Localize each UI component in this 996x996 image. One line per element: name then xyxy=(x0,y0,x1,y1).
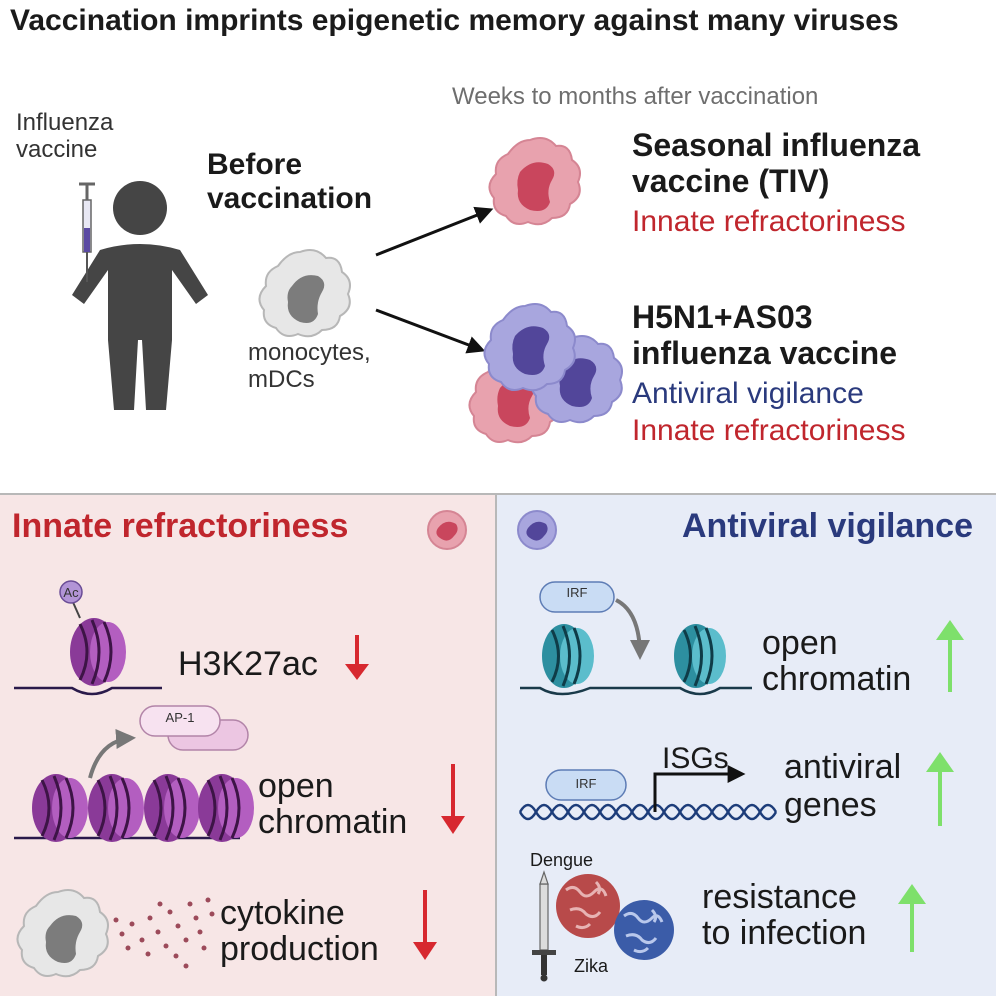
arrow-to-h5n1 xyxy=(375,308,486,354)
irf-binding-icon xyxy=(539,581,650,660)
nucleosome-array-icon xyxy=(14,772,256,844)
cells-label-line-1: monocytes, xyxy=(248,339,371,366)
acetylated-nucleosome-icon xyxy=(14,580,162,696)
tiv-effect-label: Innate refractoriness xyxy=(632,205,906,238)
resistance-label-line-1: resistance xyxy=(702,878,857,916)
tiv-title-line-1: Seasonal influenza xyxy=(632,127,921,163)
monocyte-gray-icon xyxy=(258,249,351,338)
h5n1-effect-vigilance: Antiviral vigilance xyxy=(632,377,864,410)
arrow-to-tiv xyxy=(375,206,494,257)
cell-type-label: monocytes, mDCs xyxy=(248,339,371,394)
tiv-title-line-2: vaccine (TIV) xyxy=(632,162,830,199)
h5n1-title-line-2: influenza vaccine xyxy=(632,334,897,371)
up-arrow-icon xyxy=(936,620,964,692)
irf-label: IRF xyxy=(575,776,597,791)
before-vaccination-label: Before vaccination xyxy=(207,148,372,215)
open-chromatin-label-line-2: chromatin xyxy=(762,660,912,698)
up-arrow-icon xyxy=(898,884,926,952)
irf-factor-icon xyxy=(545,769,627,801)
before-label-line-1: Before xyxy=(207,148,303,181)
irf-label: IRF xyxy=(566,585,588,600)
monocyte-secreting-icon xyxy=(16,889,109,978)
open-chromatin-label-line-1: open xyxy=(258,767,334,805)
ap1-label: AP-1 xyxy=(165,710,195,725)
isgs-label: ISGs xyxy=(662,742,729,775)
figure-title: Vaccination imprints epigenetic memory a… xyxy=(10,4,899,37)
down-arrow-icon xyxy=(413,890,437,960)
right-panel-heading: Antiviral vigilance xyxy=(682,507,973,545)
cytokine-label-line-1: cytokine xyxy=(220,894,345,932)
open-chromatin-label-line-1: open xyxy=(762,624,838,662)
syringe-icon xyxy=(79,182,95,282)
up-arrow-icon xyxy=(926,752,954,826)
cytokine-dots-icon xyxy=(113,897,215,969)
transcription-start-arrow-icon xyxy=(653,765,746,812)
tiv-vaccine-title: Seasonal influenza vaccine (TIV) xyxy=(632,127,921,200)
pink-cell-small-icon xyxy=(427,510,467,550)
vaccine-label: Influenza vaccine xyxy=(16,109,114,164)
resistance-label-line-2: to infection xyxy=(702,914,867,952)
antiviral-genes-label-line-2: genes xyxy=(784,786,877,824)
down-arrow-icon xyxy=(441,764,465,834)
vaccine-label-line-2: vaccine xyxy=(16,135,98,163)
left-panel-heading: Innate refractoriness xyxy=(12,507,349,545)
open-chromatin-label-line-2: chromatin xyxy=(258,803,408,841)
ap1-complex-icon xyxy=(88,705,249,779)
sword-icon xyxy=(532,870,556,982)
antiviral-genes-label-line-1: antiviral xyxy=(784,748,902,786)
cell-cluster-icon xyxy=(468,303,623,444)
cells-label-line-2: mDCs xyxy=(248,365,315,393)
cytokine-label-line-2: production xyxy=(220,930,379,968)
acetyl-tag-label: Ac xyxy=(63,585,79,600)
dengue-virus-icon xyxy=(556,874,620,938)
h5n1-vaccine-title: H5N1+AS03 influenza vaccine xyxy=(632,299,897,372)
zika-virus-icon xyxy=(614,900,674,960)
monocyte-pink-icon xyxy=(488,137,581,226)
down-arrow-icon xyxy=(345,635,369,680)
zika-label: Zika xyxy=(574,956,609,976)
h5n1-effect-refractoriness: Innate refractoriness xyxy=(632,414,906,447)
person-icon xyxy=(72,181,208,410)
purple-cell-small-icon xyxy=(517,510,557,550)
h5n1-title-line-1: H5N1+AS03 xyxy=(632,299,813,335)
dengue-label: Dengue xyxy=(530,850,594,870)
open-chromatin-icon xyxy=(520,622,752,696)
before-label-line-2: vaccination xyxy=(207,181,373,215)
vaccine-label-line-1: Influenza xyxy=(16,109,114,136)
dna-helix-icon xyxy=(518,803,778,821)
timeframe-label: Weeks to months after vaccination xyxy=(452,83,819,110)
h3k27ac-label: H3K27ac xyxy=(178,645,318,683)
